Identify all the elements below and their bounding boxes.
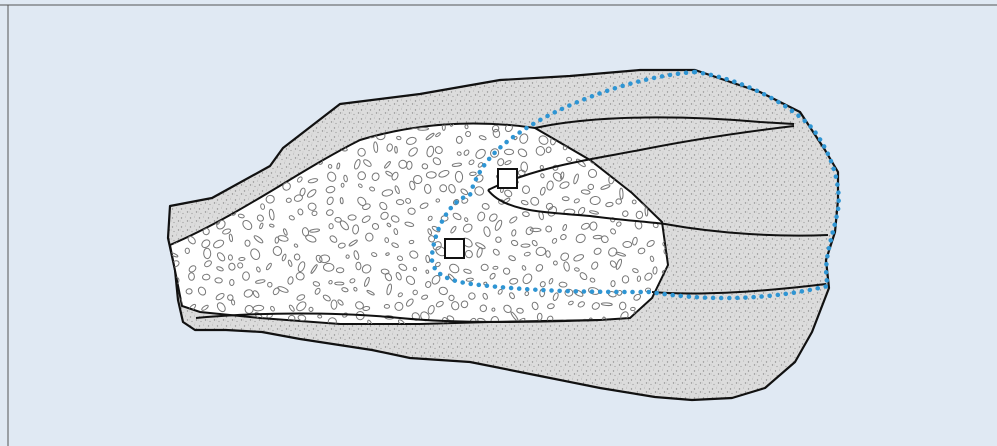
- sample-marker-lower: [445, 239, 464, 258]
- sample-marker-upper: [498, 169, 517, 188]
